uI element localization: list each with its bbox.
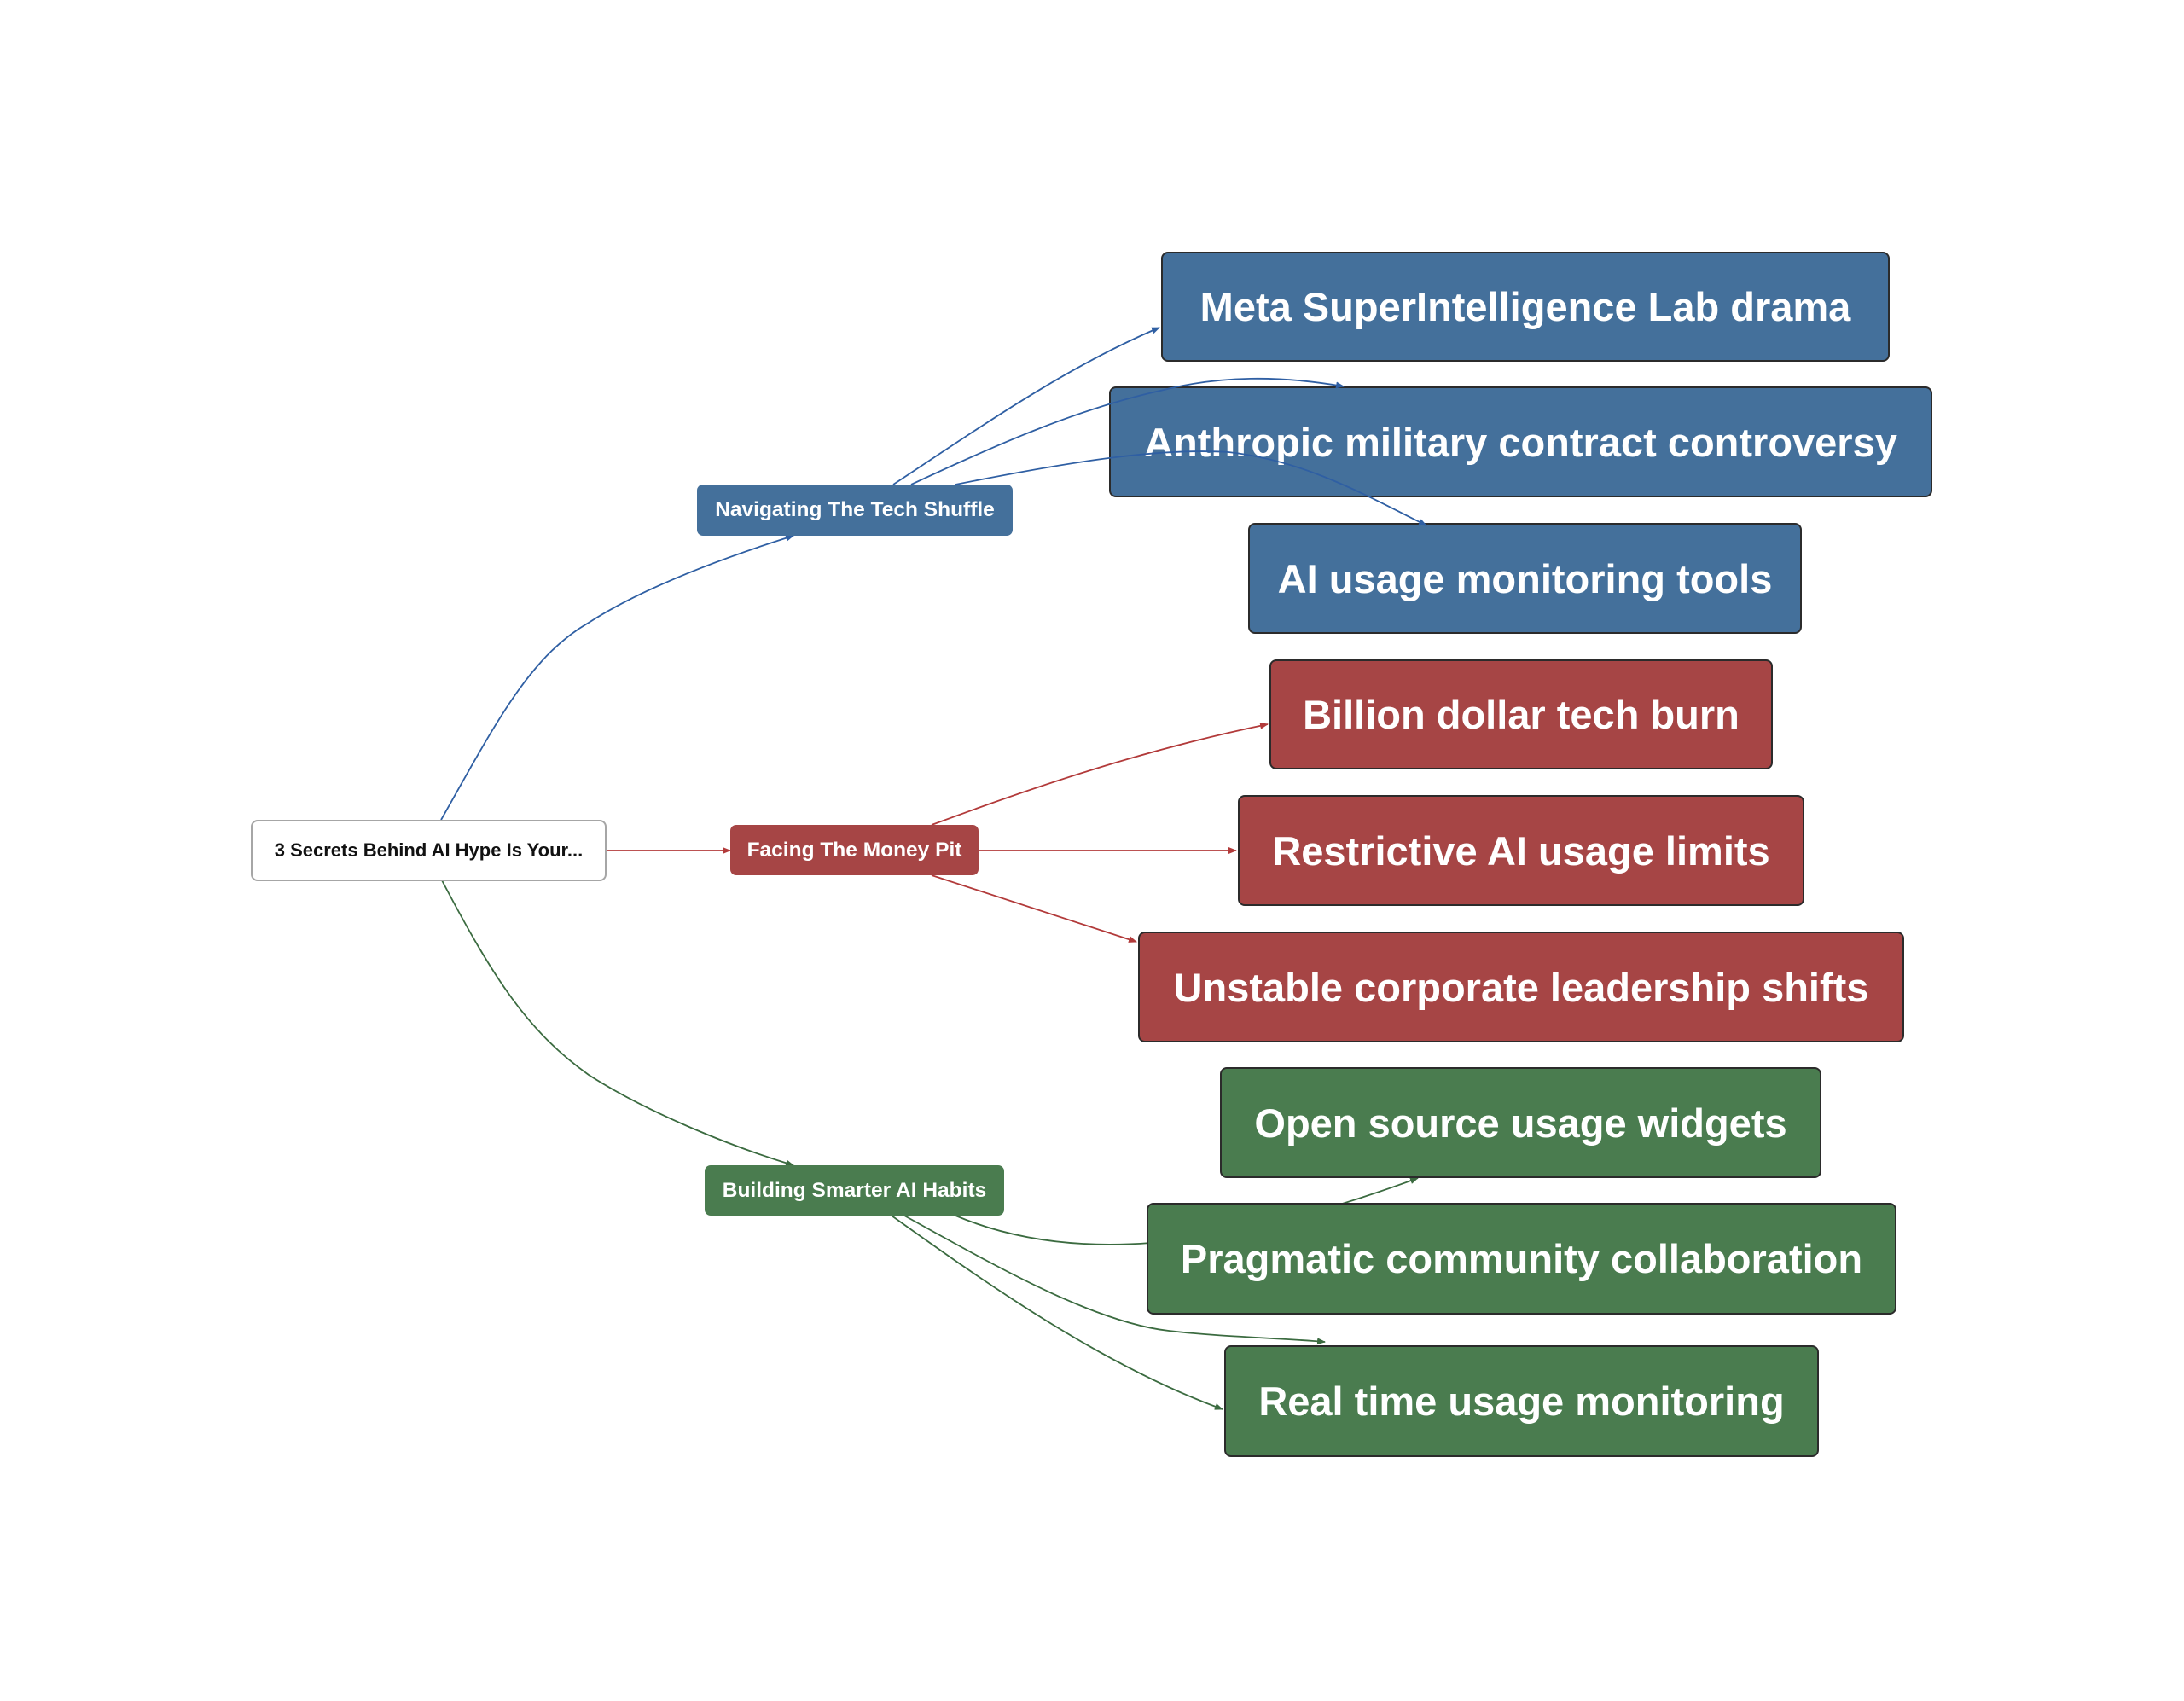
leaf-node-label: Anthropic military contract controversy	[1144, 419, 1897, 465]
root-node[interactable]: 3 Secrets Behind AI Hype Is Your...	[251, 820, 607, 881]
branch-node-tech-shuffle[interactable]: Navigating The Tech Shuffle	[697, 485, 1013, 536]
branch-node-label: Building Smarter AI Habits	[722, 1178, 987, 1202]
leaf-node-label: Pragmatic community collaboration	[1180, 1236, 1863, 1281]
branch-node-money-pit[interactable]: Facing The Money Pit	[730, 825, 979, 875]
edge-root-to-habits	[441, 880, 794, 1167]
leaf-node-label: Meta SuperIntelligence Lab drama	[1199, 284, 1851, 329]
leaf-node-open-source-widgets[interactable]: Open source usage widgets	[1220, 1067, 1821, 1178]
leaf-node-ai-usage-monitoring-tools[interactable]: AI usage monitoring tools	[1248, 523, 1802, 634]
leaf-node-label: Open source usage widgets	[1254, 1100, 1787, 1146]
leaf-node-realtime-usage-monitoring[interactable]: Real time usage monitoring	[1224, 1345, 1819, 1457]
leaf-node-anthropic-controversy[interactable]: Anthropic military contract controversy	[1109, 386, 1932, 497]
edge-root-to-tech	[440, 534, 794, 821]
leaf-node-billion-dollar-burn[interactable]: Billion dollar tech burn	[1269, 659, 1773, 769]
leaf-node-label: Restrictive AI usage limits	[1272, 827, 1770, 874]
leaf-node-meta-lab-drama[interactable]: Meta SuperIntelligence Lab drama	[1161, 252, 1890, 362]
branch-node-label: Facing The Money Pit	[746, 838, 962, 862]
branch-node-label: Navigating The Tech Shuffle	[715, 498, 995, 521]
leaf-node-label: AI usage monitoring tools	[1277, 555, 1773, 601]
leaf-node-unstable-leadership-shifts[interactable]: Unstable corporate leadership shifts	[1138, 932, 1904, 1042]
edge-money-to-unstable	[931, 874, 1137, 943]
branch-node-smarter-habits[interactable]: Building Smarter AI Habits	[705, 1165, 1004, 1216]
leaf-node-label: Unstable corporate leadership shifts	[1173, 964, 1869, 1010]
root-node-label: 3 Secrets Behind AI Hype Is Your...	[274, 839, 584, 861]
leaf-node-pragmatic-collaboration[interactable]: Pragmatic community collaboration	[1147, 1203, 1896, 1315]
edge-money-to-billion	[931, 722, 1269, 826]
leaf-node-label: Real time usage monitoring	[1258, 1379, 1785, 1424]
leaf-node-restrictive-usage-limits[interactable]: Restrictive AI usage limits	[1238, 795, 1804, 906]
leaf-node-label: Billion dollar tech burn	[1303, 692, 1740, 737]
